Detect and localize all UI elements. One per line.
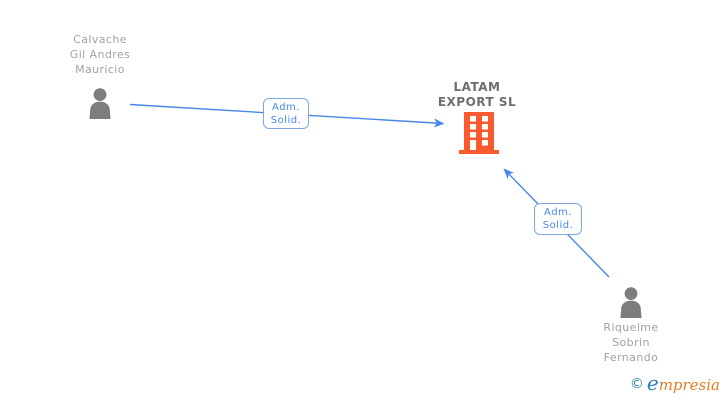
company-building-icon [459,112,499,158]
person-icon [85,88,115,123]
node-label-company: LATAM EXPORT SL [437,80,517,109]
logo-letter-e: e [646,371,659,395]
edge-label-adm-solid-1: Adm. Solid. [263,98,309,129]
person-icon [616,287,646,322]
logo-wordmark: mpresia [658,376,720,394]
node-person-2[interactable] [616,287,646,322]
node-label-person-2: Riquelme Sobrin Fernando [603,321,659,364]
node-company[interactable] [459,112,499,158]
node-label-person-1: Calvache Gil Andres Mauricio [69,33,131,76]
empresia-logo[interactable]: ©empresia [630,371,720,395]
copyright-icon: © [629,376,644,392]
node-person-1[interactable] [85,88,115,123]
edge-label-adm-solid-2: Adm. Solid. [534,203,582,235]
